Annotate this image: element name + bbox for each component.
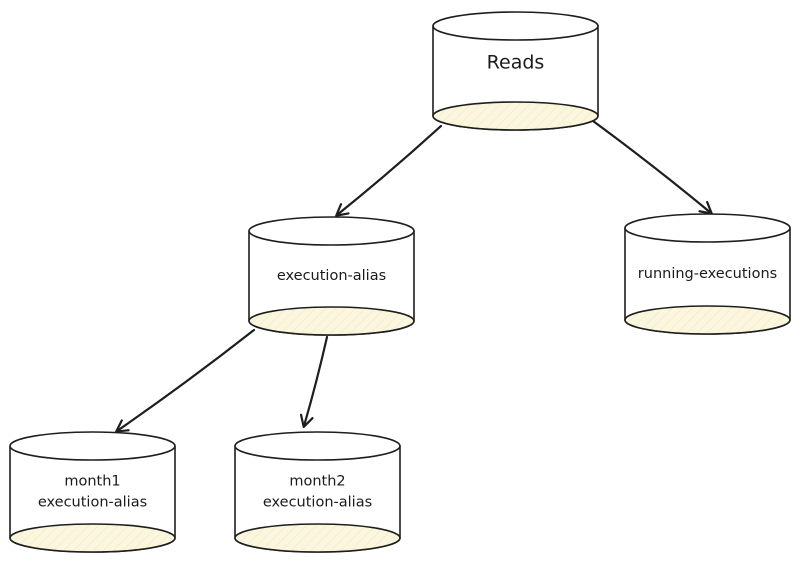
cylinder-bottom bbox=[432, 101, 599, 131]
node-label-execution-alias: execution-alias bbox=[277, 268, 386, 284]
cylinder-top bbox=[624, 213, 791, 243]
arrow-execution-alias-to-month1 bbox=[117, 328, 256, 431]
cylinder-bottom bbox=[624, 305, 791, 335]
node-label-month1-line2: execution-alias bbox=[38, 495, 147, 511]
arrow-reads-to-execution-alias bbox=[337, 124, 443, 215]
node-label-month2-line2: execution-alias bbox=[263, 495, 372, 511]
arrow-reads-to-running-executions bbox=[591, 119, 711, 213]
db-node-month2[interactable]: month2 execution-alias bbox=[234, 431, 401, 553]
edges-layer bbox=[117, 119, 711, 431]
db-node-execution-alias[interactable]: execution-alias bbox=[248, 216, 415, 336]
db-node-running-executions[interactable]: running-executions bbox=[624, 213, 791, 335]
cylinder-top bbox=[234, 431, 401, 461]
cylinder-top bbox=[432, 11, 599, 41]
arrow-execution-alias-to-month2 bbox=[304, 335, 329, 426]
node-label-month2-line1: month2 bbox=[289, 473, 345, 489]
cylinder-top bbox=[9, 431, 176, 461]
db-node-month1[interactable]: month1 execution-alias bbox=[9, 431, 176, 553]
db-node-reads[interactable]: Reads bbox=[432, 11, 599, 131]
node-label-running-executions: running-executions bbox=[638, 266, 777, 282]
cylinder-bottom bbox=[248, 306, 415, 336]
node-label-month1-line1: month1 bbox=[64, 473, 120, 489]
nodes-layer: Reads execution-alias running-executions mo… bbox=[9, 11, 791, 553]
node-label-reads: Reads bbox=[487, 52, 545, 74]
cylinder-bottom bbox=[9, 523, 176, 553]
cylinder-bottom bbox=[234, 523, 401, 553]
cylinder-top bbox=[248, 216, 415, 246]
